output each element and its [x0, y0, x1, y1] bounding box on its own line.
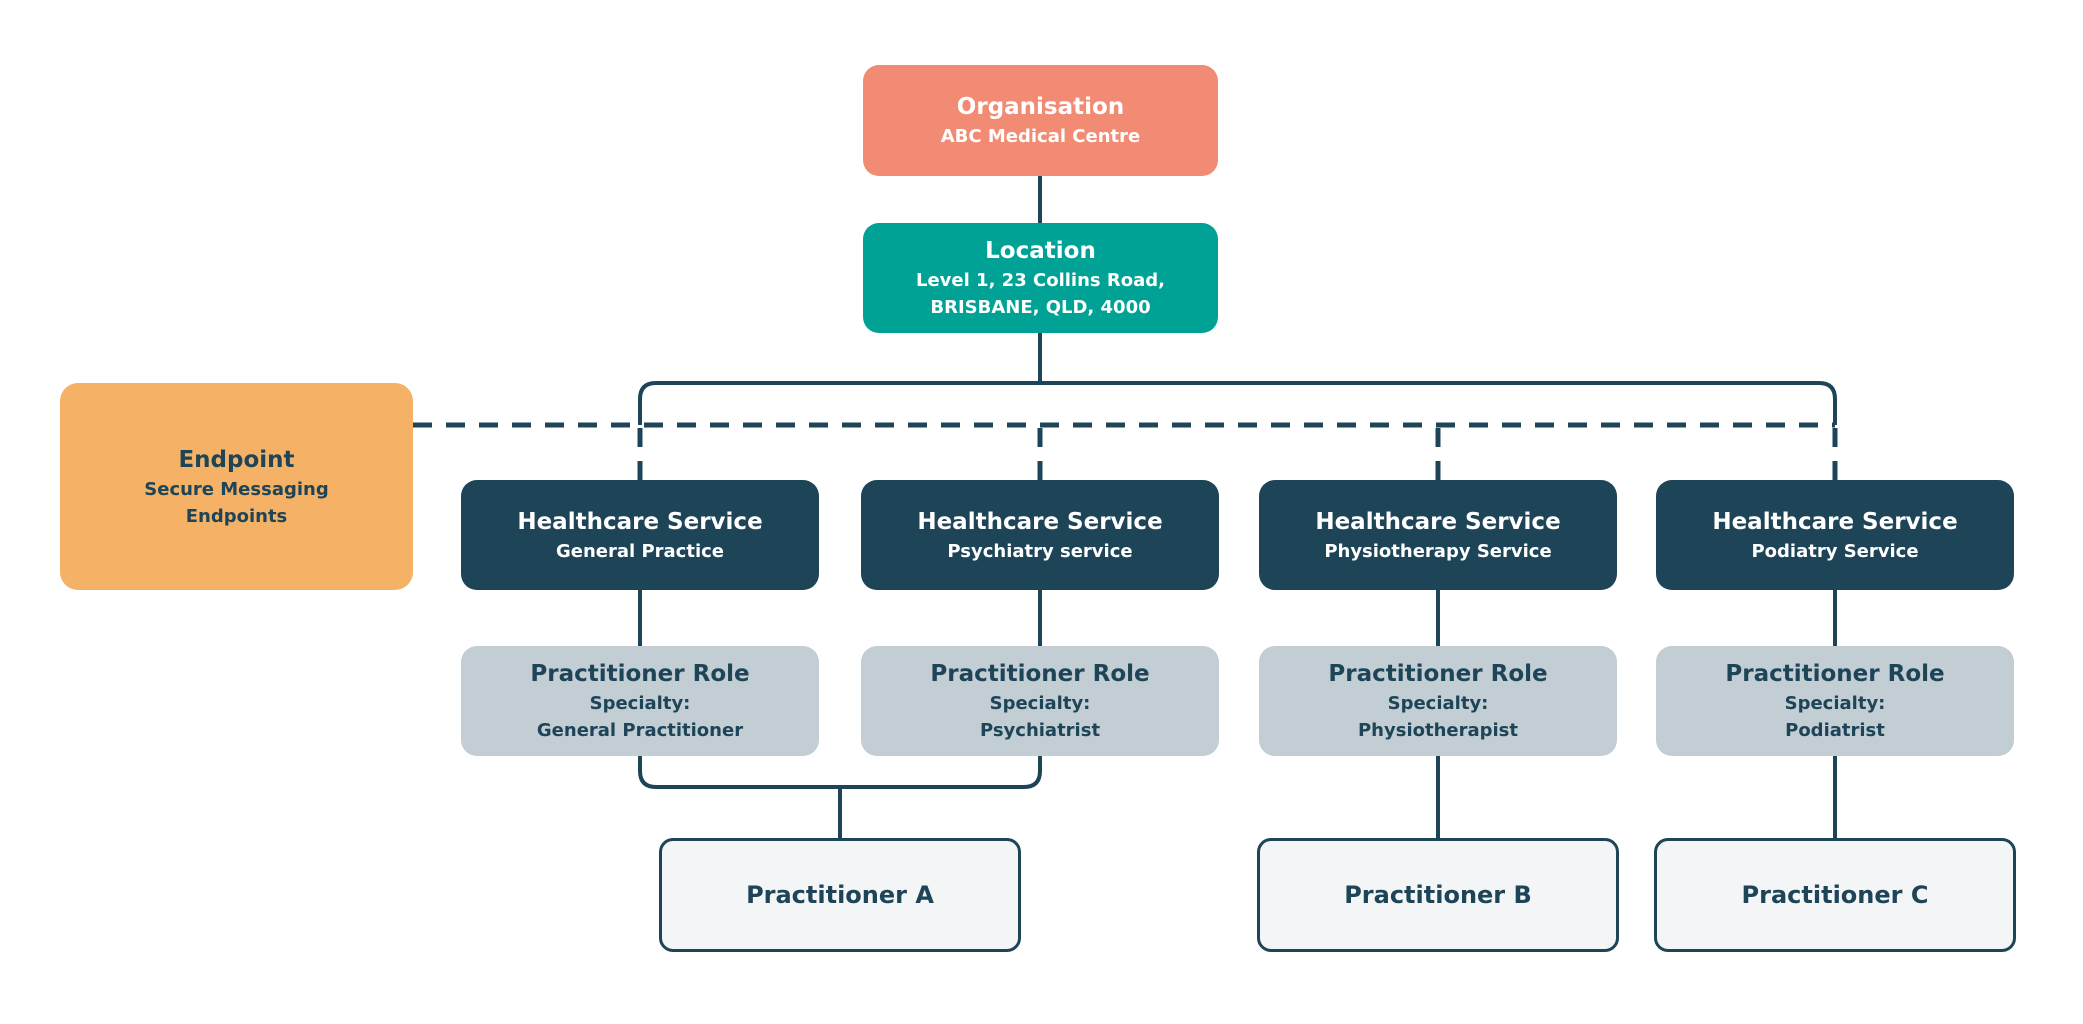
healthcare-service-node-psychiatry: Healthcare Service Psychiatry service [861, 480, 1219, 590]
role-specialty-label: Specialty: [589, 693, 691, 714]
healthcare-service-node-podiatry: Healthcare Service Podiatry Service [1656, 480, 2014, 590]
healthcare-service-node-physiotherapy: Healthcare Service Physiotherapy Service [1259, 480, 1617, 590]
role-title: Practitioner Role [1725, 661, 1945, 687]
practitioner-node-b: Practitioner B [1257, 838, 1619, 952]
service-subtitle: General Practice [555, 540, 724, 562]
role-title: Practitioner Role [530, 661, 750, 687]
role-title: Practitioner Role [930, 661, 1150, 687]
organisation-subtitle: ABC Medical Centre [940, 126, 1141, 147]
endpoint-line1: Secure Messaging [144, 478, 329, 500]
service-subtitle: Podiatry Service [1751, 540, 1919, 562]
practitioner-role-node-general-practitioner: Practitioner Role Specialty: General Pra… [461, 646, 819, 756]
solid-connectors [638, 176, 1837, 838]
practitioner-label: Practitioner A [746, 881, 934, 909]
endpoint-title: Endpoint [178, 446, 295, 473]
location-address-line2: BRISBANE, QLD, 4000 [930, 297, 1151, 318]
practitioner-role-node-psychiatrist: Practitioner Role Specialty: Psychiatris… [861, 646, 1219, 756]
practitioner-label: Practitioner B [1344, 881, 1532, 909]
endpoint-line2: Endpoints [185, 505, 288, 527]
healthcare-service-node-general-practice: Healthcare Service General Practice [461, 480, 819, 590]
dashed-connectors [413, 422, 1838, 480]
practitioner-node-a: Practitioner A [659, 838, 1021, 952]
practitioner-node-c: Practitioner C [1654, 838, 2016, 952]
organisation-title: Organisation [956, 94, 1125, 120]
service-subtitle: Physiotherapy Service [1324, 540, 1552, 562]
endpoint-node: Endpoint Secure Messaging Endpoints [60, 383, 413, 590]
practitioner-role-node-physiotherapist: Practitioner Role Specialty: Physiothera… [1259, 646, 1617, 756]
organisation-node: Organisation ABC Medical Centre [863, 65, 1218, 176]
role-specialty-label: Specialty: [989, 693, 1091, 714]
service-title: Healthcare Service [1315, 508, 1561, 535]
service-subtitle: Psychiatry service [947, 540, 1133, 562]
role-specialty-label: Specialty: [1387, 693, 1489, 714]
practitioner-label: Practitioner C [1741, 881, 1929, 909]
role-specialty-label: Specialty: [1784, 693, 1886, 714]
service-title: Healthcare Service [917, 508, 1163, 535]
role-title: Practitioner Role [1328, 661, 1548, 687]
practitioner-role-node-podiatrist: Practitioner Role Specialty: Podiatrist [1656, 646, 2014, 756]
service-title: Healthcare Service [517, 508, 763, 535]
role-specialty-value: Podiatrist [1785, 720, 1885, 741]
service-title: Healthcare Service [1712, 508, 1958, 535]
location-title: Location [985, 238, 1096, 264]
role-specialty-value: Physiotherapist [1357, 720, 1518, 741]
location-node: Location Level 1, 23 Collins Road, BRISB… [863, 223, 1218, 333]
role-specialty-value: Psychiatrist [979, 720, 1101, 741]
role-specialty-value: General Practitioner [536, 720, 744, 741]
location-address-line1: Level 1, 23 Collins Road, [916, 270, 1165, 291]
